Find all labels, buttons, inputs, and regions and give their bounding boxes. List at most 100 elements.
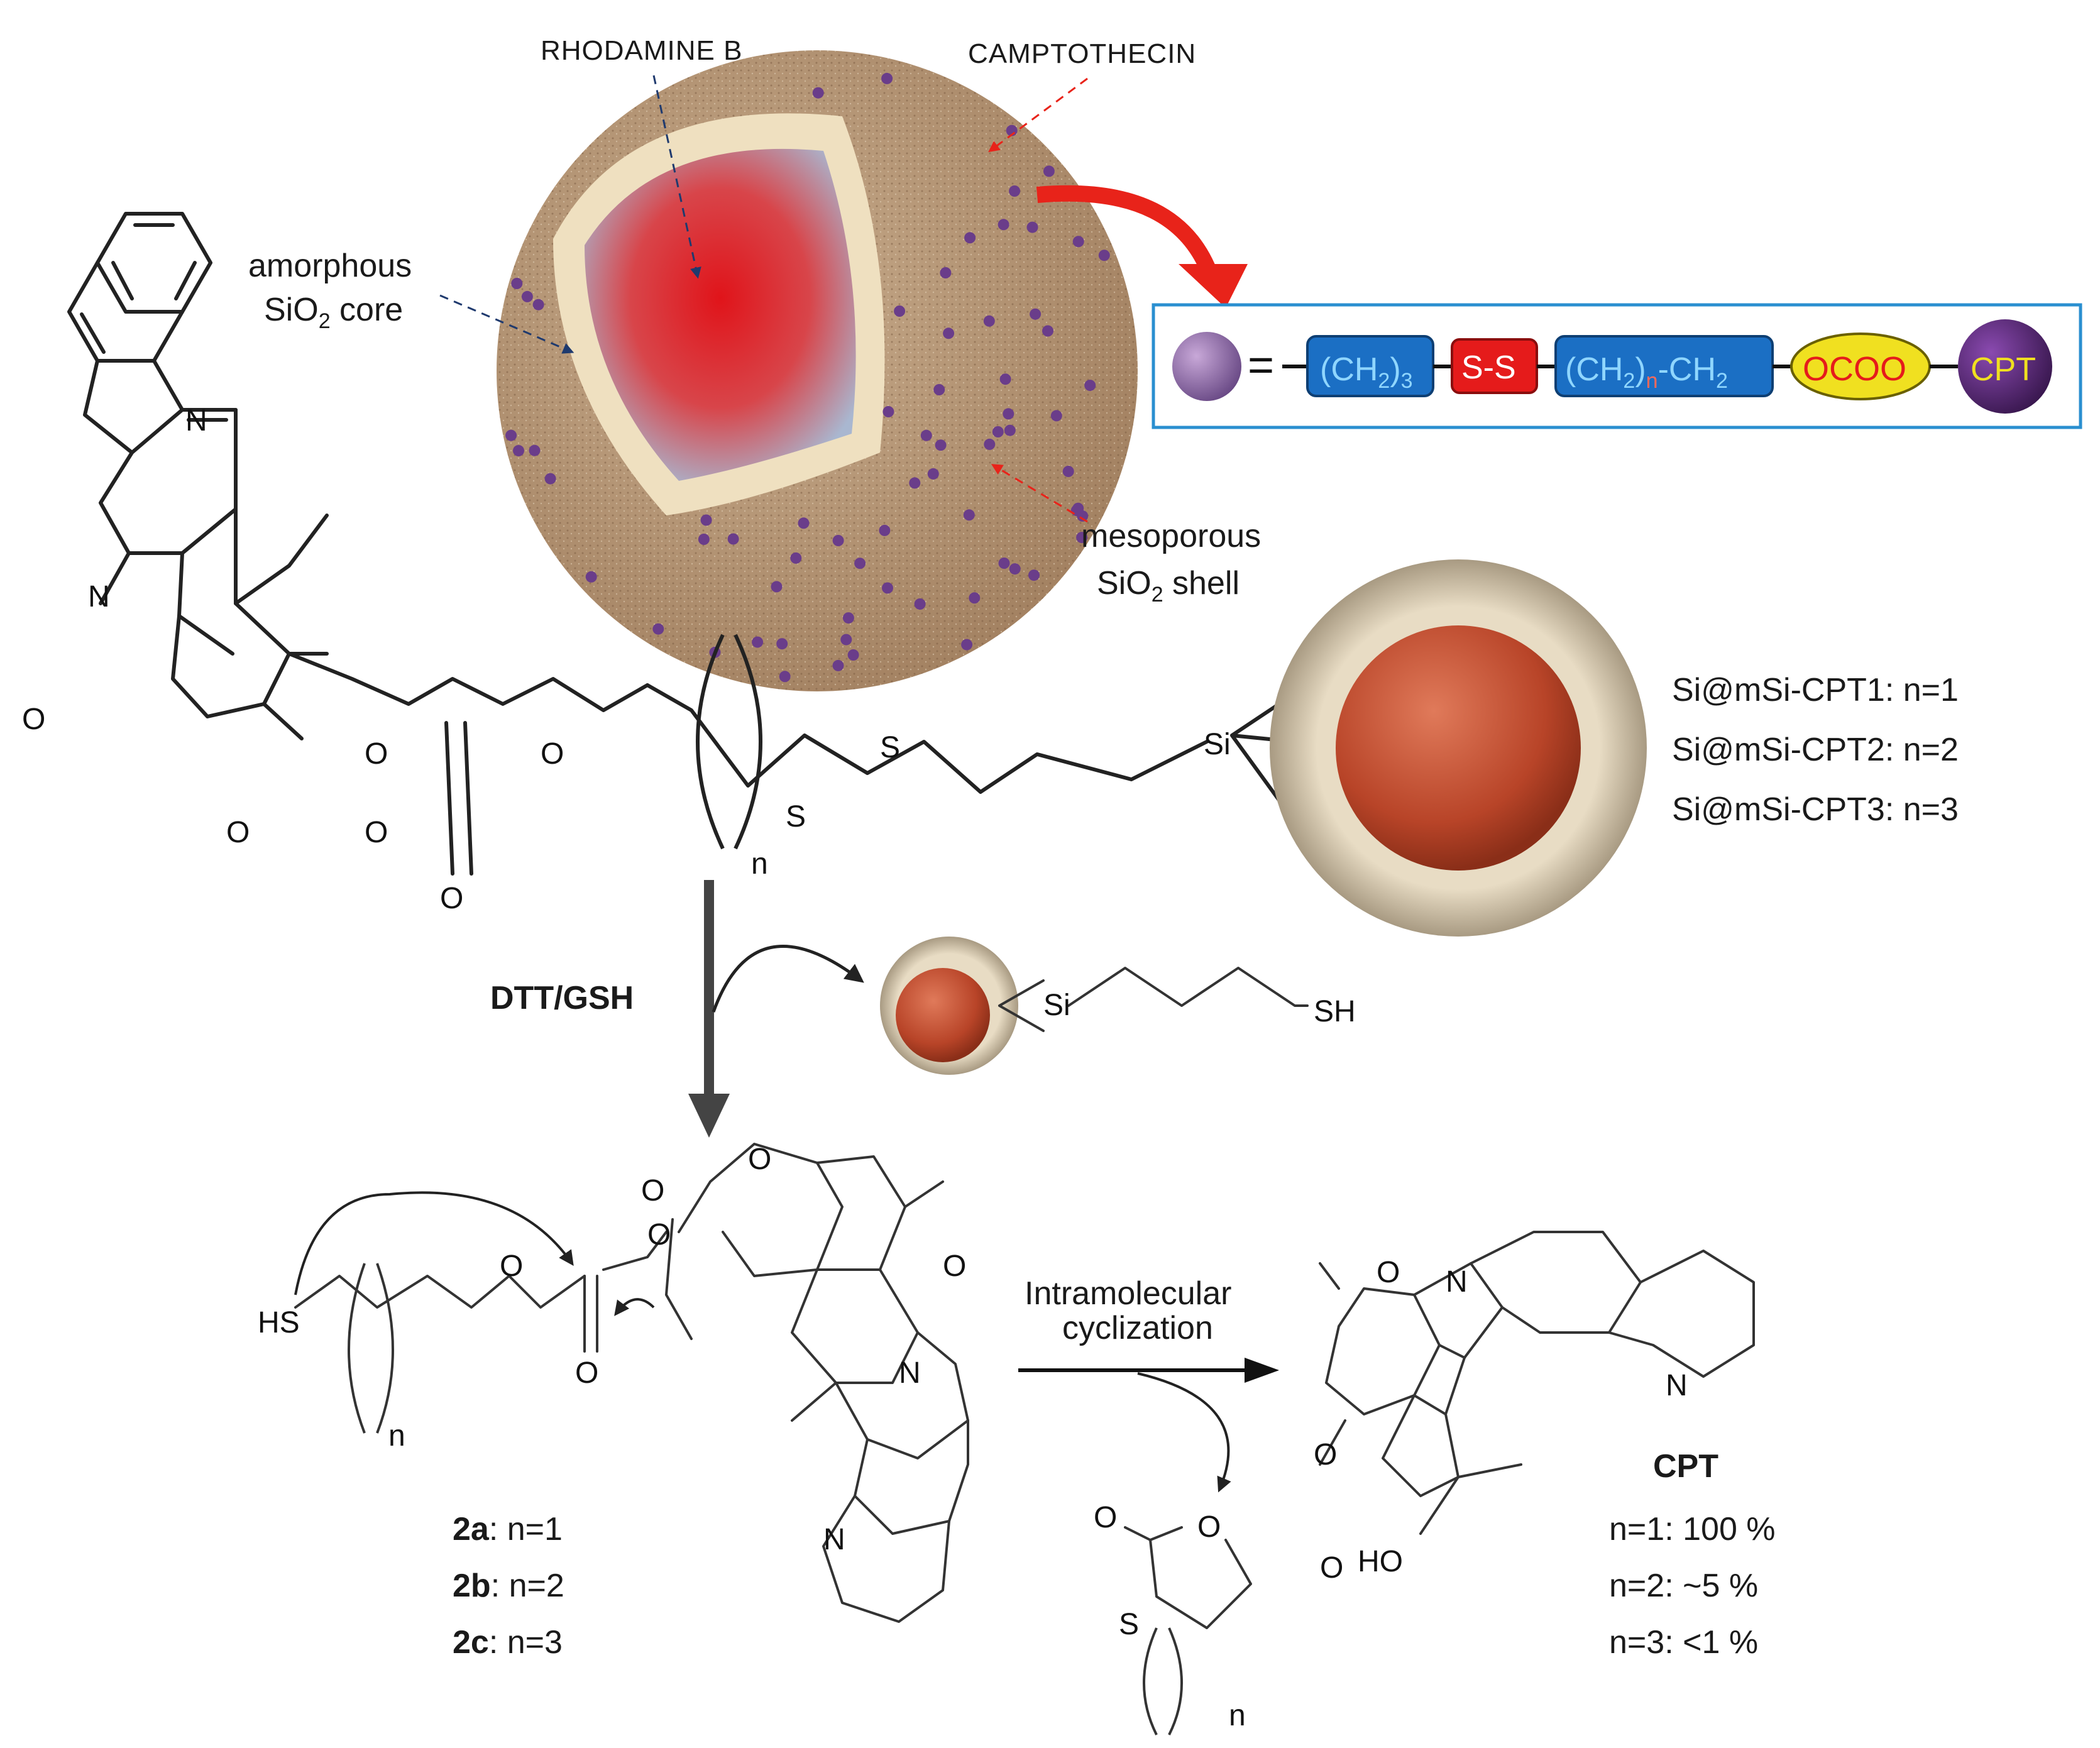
cpt-bead-icon (1172, 332, 1241, 401)
camptothecin-dots (505, 72, 1110, 683)
svg-text:N: N (1666, 1369, 1688, 1402)
drug-dot (881, 72, 893, 84)
drug-dot (847, 649, 859, 661)
drug-dot (1072, 236, 1084, 248)
svg-text:O: O (1314, 1438, 1337, 1471)
drug-dot (909, 477, 921, 489)
svg-text:n: n (388, 1419, 405, 1453)
linker-seg-cpt (1958, 319, 2052, 414)
drug-dot (983, 315, 995, 327)
variant-3: Si@mSi-CPT3: n=3 (1672, 791, 1959, 828)
reagent-label: DTT/GSH (490, 980, 634, 1016)
nanoparticle-illustration (497, 50, 1138, 691)
drug-dot (882, 406, 894, 417)
drug-dot (513, 445, 524, 456)
svg-text:N: N (88, 580, 110, 613)
svg-text:O: O (1094, 1501, 1117, 1534)
drug-dot (969, 592, 981, 604)
top-structure (67, 212, 1297, 876)
label-2c: 2c: n=3 (453, 1624, 563, 1661)
rhodamine-label: RHODAMINE B (541, 35, 742, 66)
drug-dot (842, 612, 854, 624)
svg-text:O: O (226, 816, 250, 849)
svg-text:n: n (751, 847, 768, 881)
core-label-line2: SiO2 core (264, 292, 403, 333)
camptothecin-pointer (988, 77, 1088, 153)
drug-dot (920, 429, 932, 441)
shell-label-line1: mesoporous (1081, 518, 1261, 554)
rhodamine-pointer (652, 75, 701, 279)
svg-text:Si: Si (1204, 728, 1231, 761)
drug-dot (854, 558, 866, 569)
zoom-arrow (1036, 185, 1221, 285)
drug-dot (727, 533, 739, 545)
svg-text:O: O (641, 1174, 664, 1207)
drug-dot (998, 219, 1009, 231)
drug-dot (832, 659, 844, 671)
drug-dot (943, 327, 955, 339)
drug-dot (984, 438, 996, 450)
camptothecin-label: CAMPTOTHECIN (968, 38, 1196, 69)
drug-dot (927, 468, 939, 480)
byproduct-curve-arrow (712, 944, 864, 1013)
drug-dot (832, 535, 844, 546)
drug-dot (1004, 424, 1016, 436)
drug-dot (1084, 380, 1096, 392)
drug-dot (998, 558, 1010, 569)
svg-text:O: O (575, 1356, 598, 1390)
drug-dot (1003, 408, 1014, 420)
drug-dot (1030, 308, 1042, 320)
drug-dot (840, 634, 852, 646)
variant-2: Si@mSi-CPT2: n=2 (1672, 732, 1959, 768)
svg-text:O: O (1320, 1551, 1343, 1585)
svg-text:S: S (880, 731, 900, 764)
drug-dot (1009, 563, 1021, 575)
drug-dot (1076, 532, 1088, 544)
svg-text:O: O (647, 1218, 671, 1251)
svg-text:n: n (1229, 1699, 1246, 1732)
drug-dot (964, 232, 976, 244)
drug-dot (935, 439, 947, 451)
cpt-yield-1: n=1: 100 % (1609, 1511, 1776, 1547)
drug-dot (790, 552, 802, 564)
svg-text:S: S (786, 800, 806, 833)
drug-dot (1009, 185, 1021, 197)
svg-text:O: O (943, 1250, 966, 1283)
svg-text:S-S: S-S (1461, 349, 1516, 386)
svg-text:O: O (22, 703, 45, 736)
cpt-yield-2: n=2: ~5 % (1609, 1568, 1758, 1604)
drug-dot (1028, 569, 1040, 581)
drug-dot (1062, 466, 1074, 477)
cpt-yield-3: n=3: <1 % (1609, 1624, 1758, 1661)
svg-text:(CH2)n-CH2: (CH2)n-CH2 (1565, 351, 1728, 393)
drug-dot (1072, 502, 1084, 514)
drug-dot (933, 384, 945, 395)
drug-dot (1043, 165, 1055, 177)
intermediate-structure (294, 1143, 969, 1623)
cyclic-byproduct (1124, 1526, 1252, 1735)
drug-dot (914, 598, 926, 610)
drug-dot (1042, 325, 1053, 337)
label-2a: 2a: n=1 (453, 1511, 563, 1547)
svg-text:O: O (1197, 1510, 1221, 1544)
svg-text:(CH2)3: (CH2)3 (1320, 351, 1413, 393)
variant-1: Si@mSi-CPT1: n=1 (1672, 672, 1959, 708)
cyclization-label-2: cyclization (1062, 1310, 1213, 1346)
svg-text:N: N (1446, 1265, 1468, 1299)
drug-dot (585, 571, 597, 583)
drug-dot (779, 671, 791, 683)
rhodamine-core (585, 148, 856, 481)
drug-dot (812, 87, 824, 99)
drug-dot (700, 514, 712, 526)
svg-text:O: O (1377, 1256, 1400, 1289)
drug-dot (652, 623, 664, 635)
drug-dot (505, 429, 517, 441)
silica-bead-large (1270, 559, 1647, 937)
svg-text:O: O (365, 737, 388, 771)
drug-dot (798, 517, 810, 529)
drug-dot (963, 509, 975, 521)
drug-dot (529, 444, 541, 456)
zoom-arrow-head (1179, 264, 1248, 308)
svg-text:OCOO: OCOO (1803, 350, 1906, 388)
